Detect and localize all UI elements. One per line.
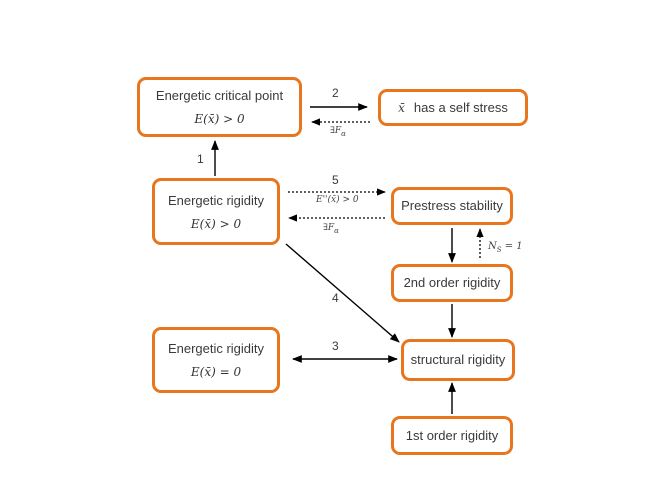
node-prestress-stability: Prestress stability bbox=[391, 187, 513, 225]
node-math: x̄ bbox=[398, 100, 405, 115]
node-energetic-rigidity-positive: Energetic rigidity E(x̄) > 0 bbox=[152, 178, 280, 245]
node-math: E(x̄) > 0 bbox=[194, 112, 245, 126]
node-title: 2nd order rigidity bbox=[403, 275, 501, 290]
node-energetic-rigidity-zero: Energetic rigidity E(x̄) = 0 bbox=[152, 327, 280, 393]
edge-label-1: 1 bbox=[197, 152, 204, 166]
edge-label-5: 5 bbox=[332, 173, 339, 187]
node-math: E(x̄) = 0 bbox=[190, 365, 242, 379]
edge-label-prestress-condition: NS = 1 bbox=[488, 241, 523, 254]
node-structural-rigidity: structural rigidity bbox=[401, 339, 515, 381]
node-energetic-critical-point: Energetic critical point E(x̄) > 0 bbox=[137, 77, 302, 137]
node-self-stress: x̄ has a self stress bbox=[378, 89, 528, 126]
node-title: Prestress stability bbox=[401, 198, 503, 213]
edge-label-2: 2 bbox=[332, 86, 339, 100]
node-title: Energetic critical point bbox=[155, 88, 284, 103]
node-second-order-rigidity: 2nd order rigidity bbox=[391, 264, 513, 302]
edge-label-3: 3 bbox=[332, 339, 339, 353]
node-title: Energetic rigidity bbox=[167, 192, 265, 208]
node-title: has a self stress bbox=[413, 99, 508, 115]
arrow-4 bbox=[285, 243, 400, 343]
node-title: structural rigidity bbox=[410, 352, 506, 367]
edge-label-4: 4 bbox=[332, 291, 339, 305]
node-title: 1st order rigidity bbox=[405, 427, 499, 443]
node-title: Energetic rigidity bbox=[167, 341, 265, 356]
node-first-order-rigidity: 1st order rigidity bbox=[391, 416, 513, 455]
node-math: E(x̄) > 0 bbox=[190, 216, 242, 231]
edge-label-5-condition-forward: E''(x̄) > 0 bbox=[316, 195, 359, 205]
edge-label-5-condition-back: ∃Fα bbox=[323, 223, 339, 235]
edge-label-2-condition: ∃Fα bbox=[330, 126, 346, 138]
